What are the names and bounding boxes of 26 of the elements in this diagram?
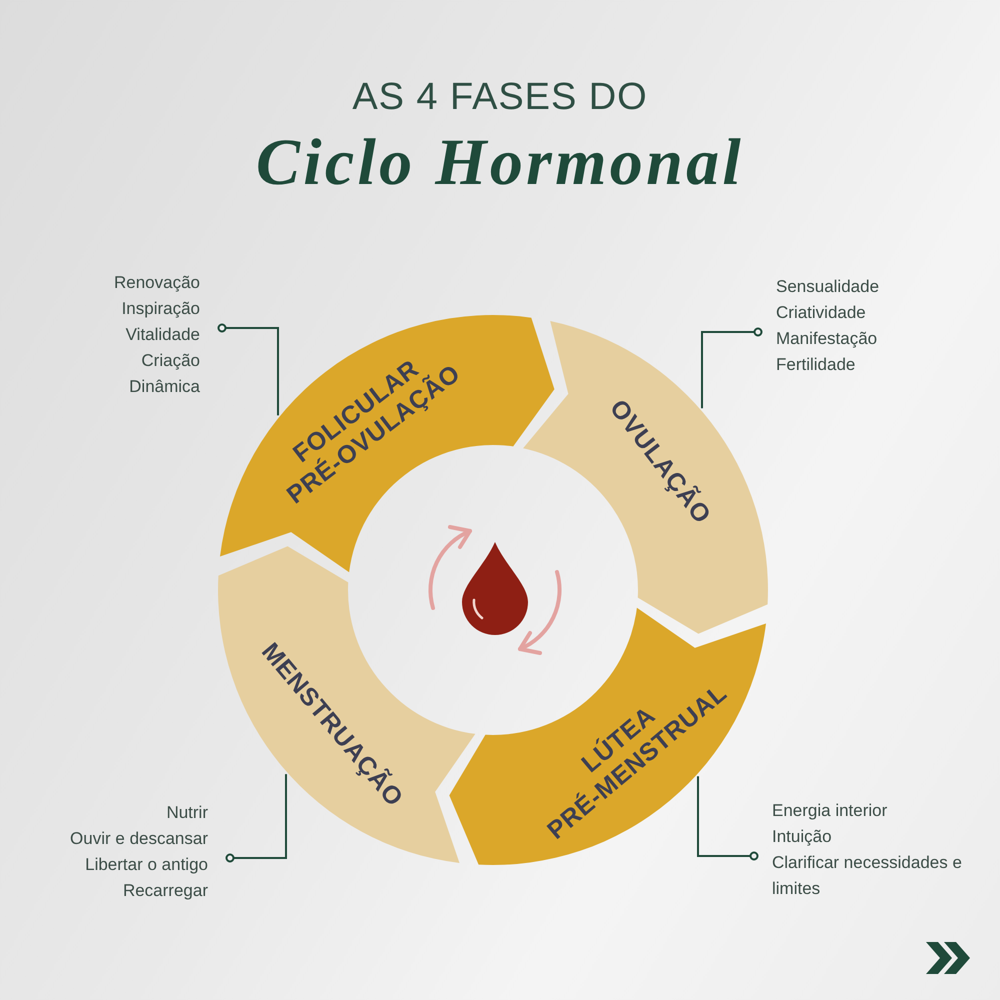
quality-text: Libertar o antigo xyxy=(85,854,208,876)
quality-text: Criatividade xyxy=(776,302,866,324)
quality-text: Intuição xyxy=(772,826,832,848)
leader-line xyxy=(226,774,287,862)
phase-segment xyxy=(218,546,476,863)
leader-line xyxy=(701,328,762,408)
quality-text: Sensualidade xyxy=(776,276,880,298)
quality-text: Nutrir xyxy=(166,802,208,824)
phase-segment xyxy=(523,321,768,634)
leader-line xyxy=(218,324,279,416)
quality-text: Fertilidade xyxy=(776,354,856,376)
quality-text: Clarificar necessidades e limites xyxy=(772,852,963,900)
quality-text: Energia interior xyxy=(772,800,888,822)
phase-segment xyxy=(220,315,555,573)
title: Ciclo Hormonal xyxy=(256,130,744,196)
phase-segment xyxy=(449,607,766,865)
quality-text: Inspiração xyxy=(122,298,200,320)
quality-text: Ouvir e descansar xyxy=(70,828,208,850)
quality-text: Vitalidade xyxy=(126,324,200,346)
quality-text: Criação xyxy=(141,350,200,372)
quality-text: Dinâmica xyxy=(129,376,200,398)
quality-text: Manifestação xyxy=(776,328,878,350)
heading-kicker: AS 4 FASES DO xyxy=(352,78,648,116)
leader-line xyxy=(697,776,758,860)
quality-text: Renovação xyxy=(114,272,200,294)
quality-text: Recarregar xyxy=(122,880,208,902)
